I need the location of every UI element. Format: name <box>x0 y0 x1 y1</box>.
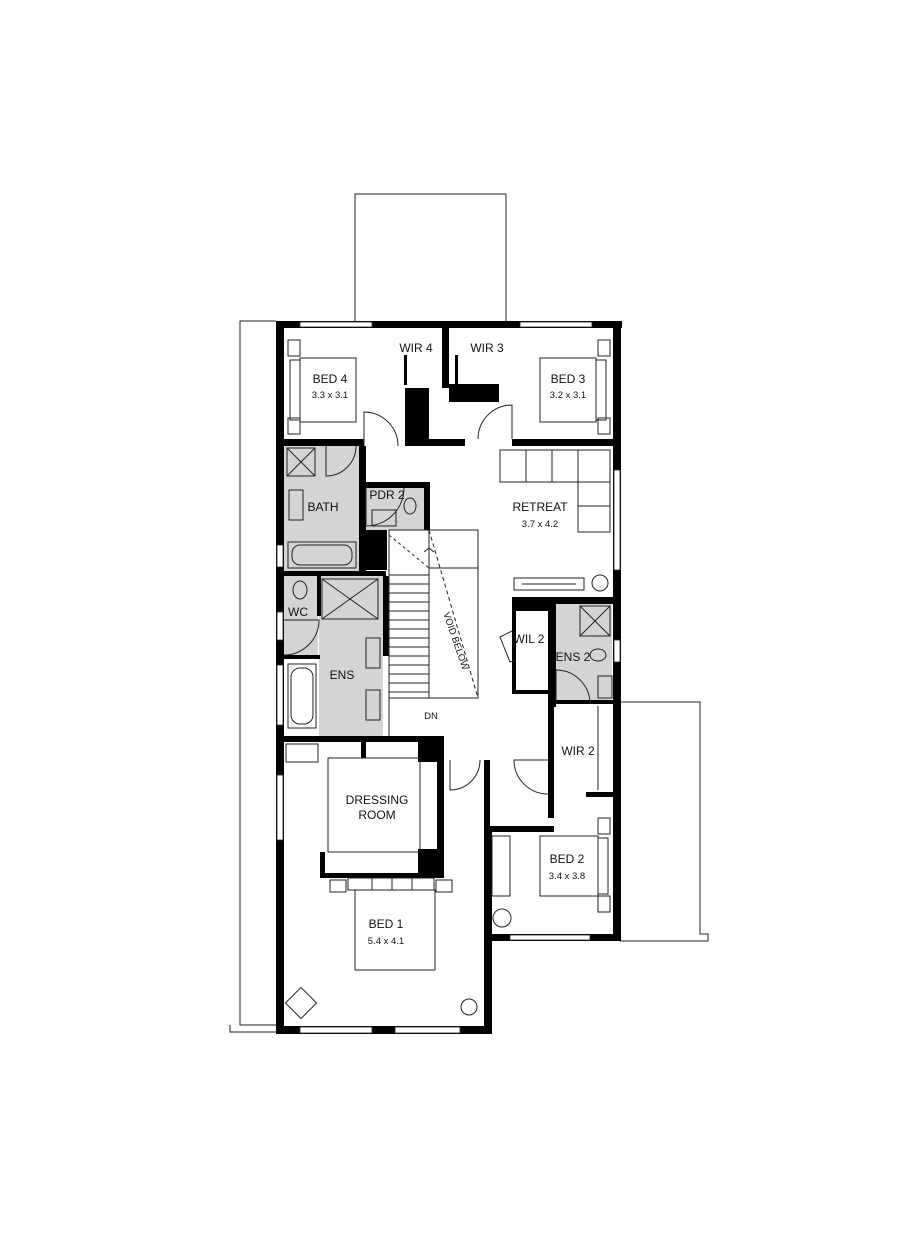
ens-label: ENS <box>330 668 355 682</box>
bed1-size: 5.4 x 4.1 <box>368 936 404 947</box>
bath-label: BATH <box>307 500 338 514</box>
bed2-label: BED 2 <box>550 852 585 866</box>
stair-dn-label: DN <box>424 711 438 722</box>
wil2-label: WIL 2 <box>514 632 545 646</box>
furniture <box>284 339 613 1020</box>
ens2-label: ENS 2 <box>556 650 591 664</box>
retreat-label: RETREAT <box>512 500 568 514</box>
bed3-size: 3.2 x 3.1 <box>550 390 586 401</box>
bed3-label: BED 3 <box>551 372 586 386</box>
bed2-size: 3.4 x 3.8 <box>549 871 585 882</box>
wet-areas <box>284 446 612 736</box>
pdr2-label: PDR 2 <box>369 488 405 502</box>
wir4-label: WIR 4 <box>399 341 433 355</box>
dressing-label-line1: DRESSING <box>346 793 409 807</box>
wir2-label: WIR 2 <box>561 744 595 758</box>
retreat-size: 3.7 x 4.2 <box>522 519 558 530</box>
dressing-label-line2: ROOM <box>358 808 395 822</box>
doors <box>283 404 591 795</box>
wir3-label: WIR 3 <box>470 341 504 355</box>
windows <box>276 321 621 1034</box>
wc-label: WC <box>288 605 308 619</box>
stair-treads <box>389 574 429 693</box>
bed1-label: BED 1 <box>369 917 404 931</box>
stair-void <box>388 529 479 736</box>
bed4-size: 3.3 x 3.1 <box>312 390 348 401</box>
bed4-label: BED 4 <box>313 372 348 386</box>
